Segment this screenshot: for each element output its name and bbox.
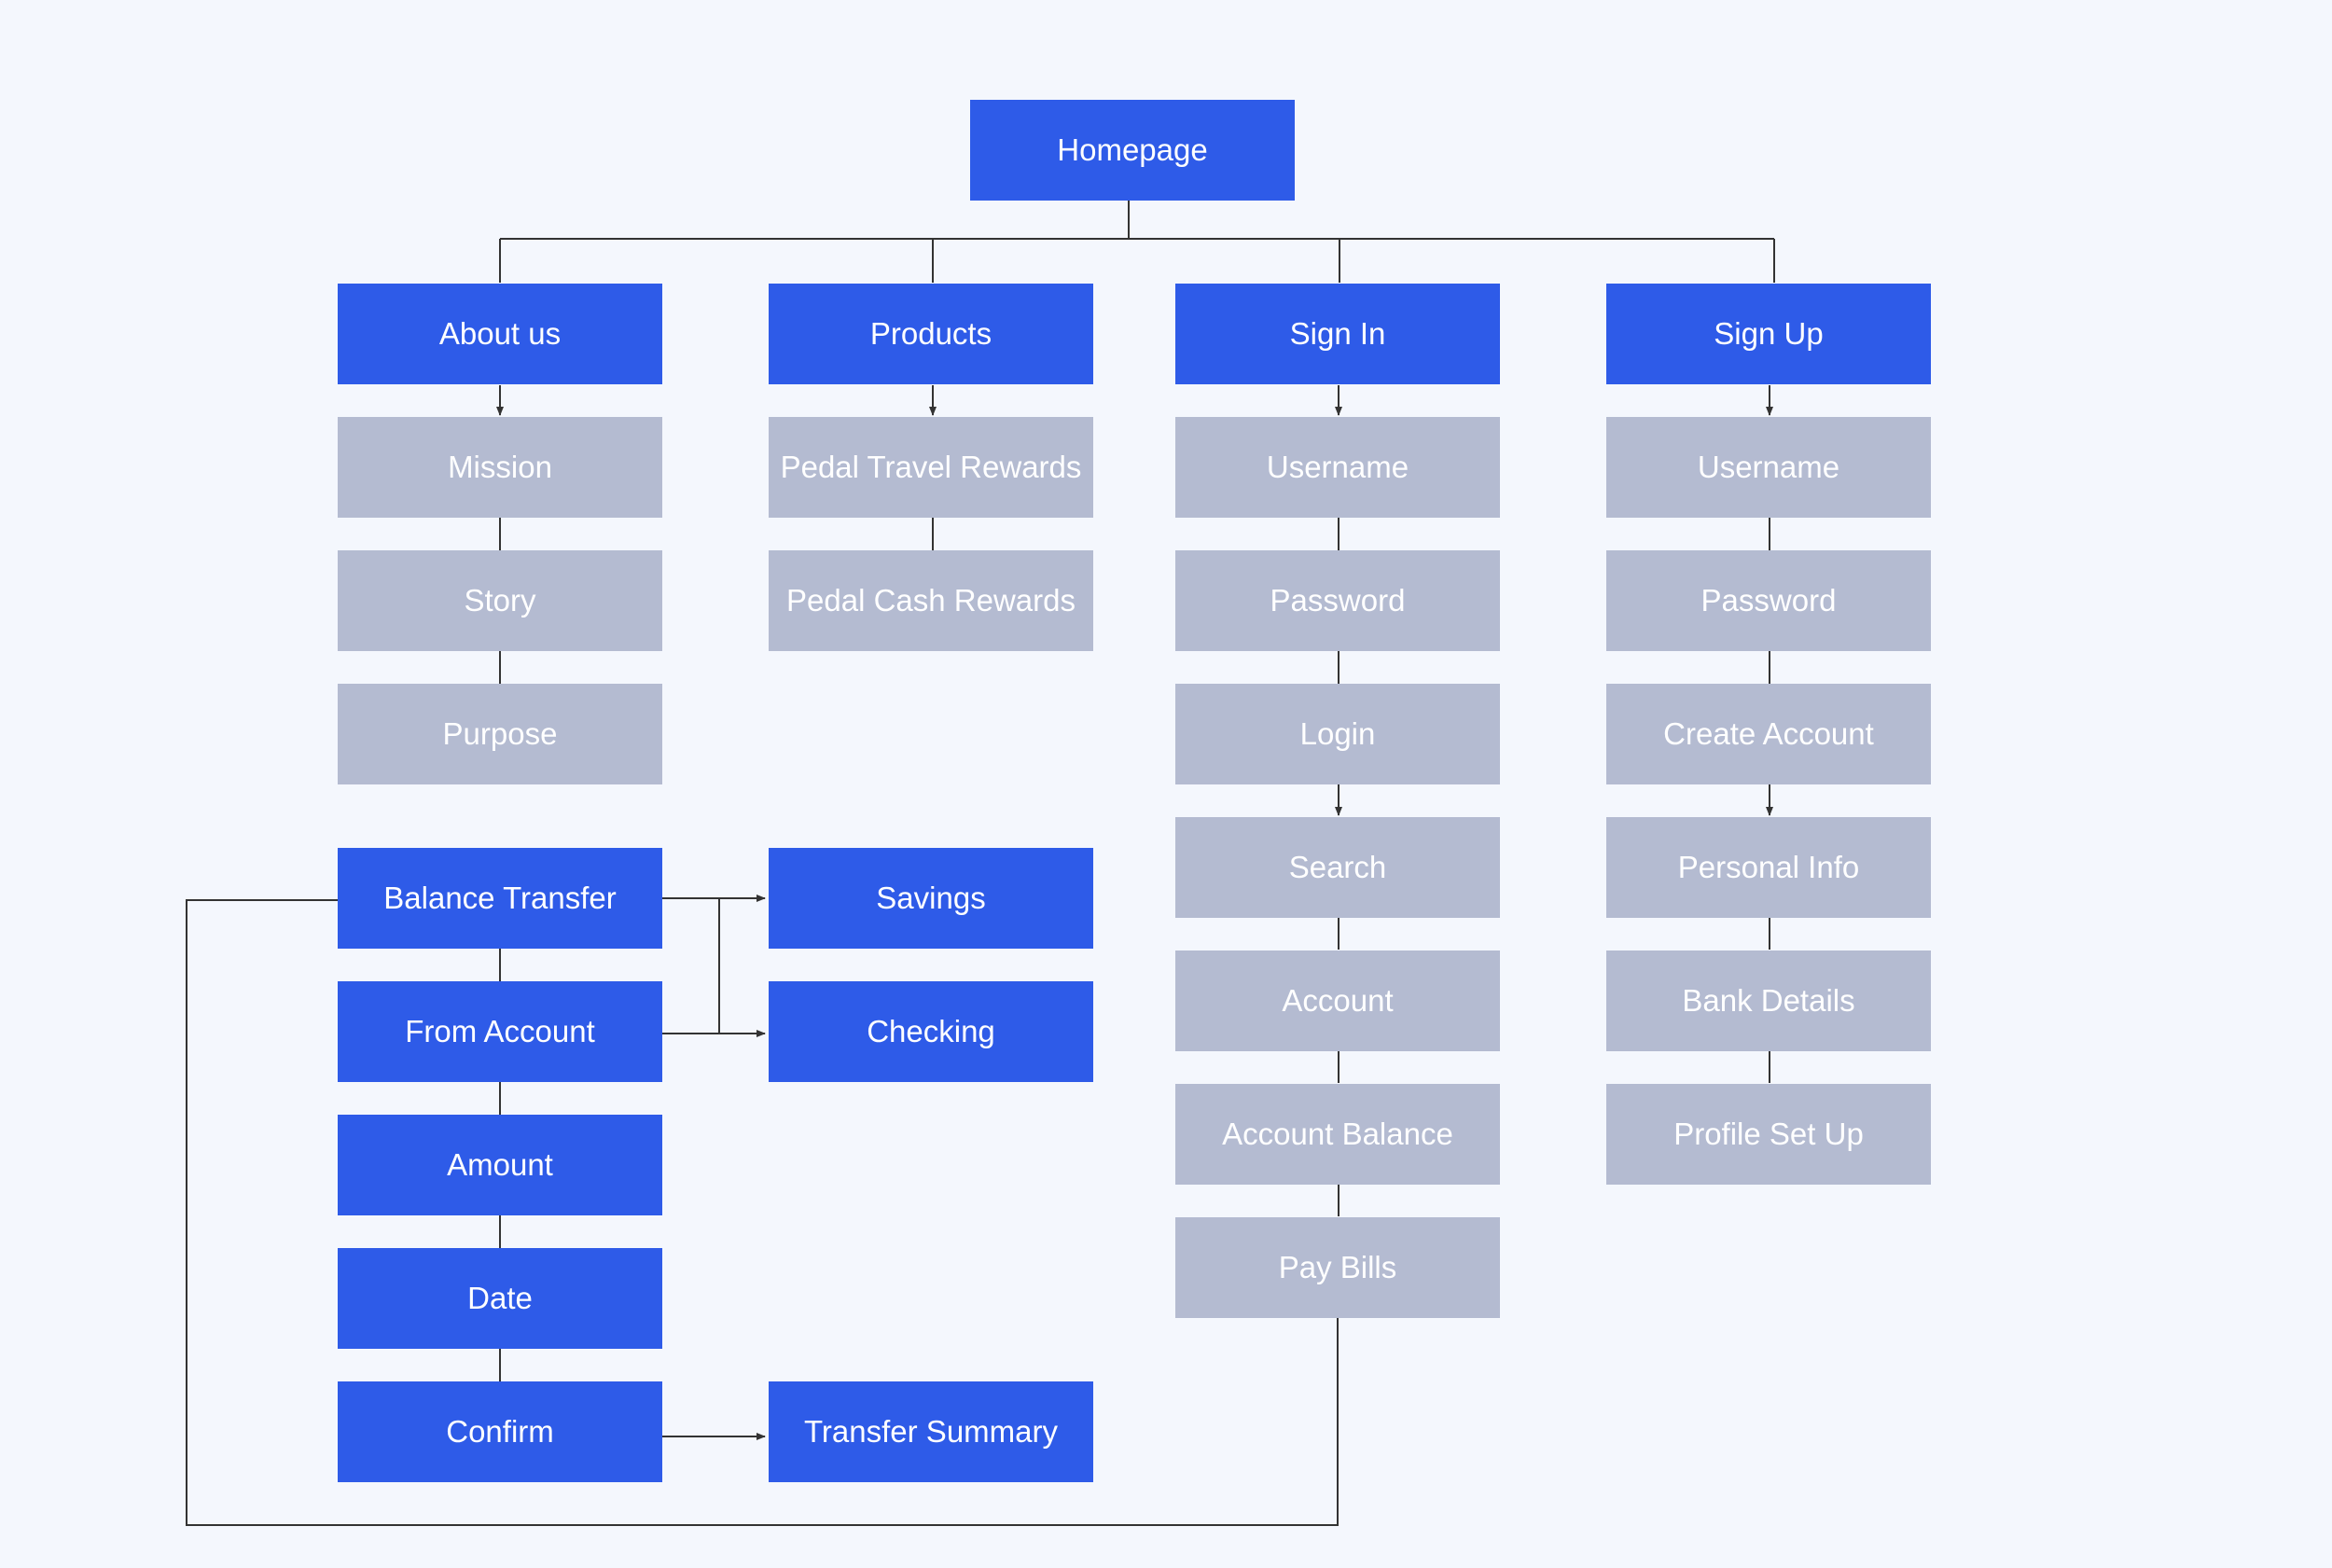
date-label: Date xyxy=(467,1281,533,1315)
savings-node: Savings xyxy=(769,848,1093,949)
signin-password-node: Password xyxy=(1175,550,1500,651)
pedal-travel-rewards-label: Pedal Travel Rewards xyxy=(780,450,1082,484)
products-node: Products xyxy=(769,284,1093,384)
checking-label: Checking xyxy=(867,1014,995,1048)
about-us-label: About us xyxy=(438,316,562,351)
balance-transfer-label: Balance Transfer xyxy=(383,881,617,915)
pedal-cash-rewards-label: Pedal Cash Rewards xyxy=(786,583,1076,617)
signup-password-node: Password xyxy=(1606,550,1931,651)
amount-node: Amount xyxy=(338,1115,662,1215)
pedal-travel-rewards-node: Pedal Travel Rewards xyxy=(769,417,1093,518)
transfer-summary-node: Transfer Summary xyxy=(769,1381,1093,1482)
pay-bills-label: Pay Bills xyxy=(1278,1250,1397,1284)
bank-details-node: Bank Details xyxy=(1606,951,1931,1051)
amount-label: Amount xyxy=(447,1147,553,1182)
date-node: Date xyxy=(338,1248,662,1349)
create-account-label: Create Account xyxy=(1663,716,1874,751)
from-account-label: From Account xyxy=(405,1014,595,1048)
confirm-label: Confirm xyxy=(446,1414,554,1449)
pay-bills-node: Pay Bills xyxy=(1175,1217,1500,1318)
sign-in-label: Sign In xyxy=(1289,316,1386,351)
homepage-label: Homepage xyxy=(1057,132,1208,167)
story-label: Story xyxy=(464,583,536,617)
bank-details-label: Bank Details xyxy=(1682,983,1855,1018)
personal-info-label: Personal Info xyxy=(1677,850,1860,884)
checking-node: Checking xyxy=(769,981,1093,1082)
login-node: Login xyxy=(1175,684,1500,784)
login-label: Login xyxy=(1299,716,1376,751)
profile-set-up-node: Profile Set Up xyxy=(1606,1084,1931,1185)
paybills-to-transfer-loop-line xyxy=(186,899,1339,1526)
sign-in-node: Sign In xyxy=(1175,284,1500,384)
profile-set-up-label: Profile Set Up xyxy=(1673,1117,1864,1151)
homepage-node: Homepage xyxy=(970,100,1295,201)
sign-up-label: Sign Up xyxy=(1714,316,1824,351)
account-node: Account xyxy=(1175,951,1500,1051)
purpose-node: Purpose xyxy=(338,684,662,784)
search-label: Search xyxy=(1288,850,1387,884)
transfer-summary-label: Transfer Summary xyxy=(804,1414,1058,1449)
signup-password-label: Password xyxy=(1700,583,1837,617)
signin-username-node: Username xyxy=(1175,417,1500,518)
search-node: Search xyxy=(1175,817,1500,918)
story-node: Story xyxy=(338,550,662,651)
signin-password-label: Password xyxy=(1270,583,1406,617)
personal-info-node: Personal Info xyxy=(1606,817,1931,918)
confirm-node: Confirm xyxy=(338,1381,662,1482)
mission-label: Mission xyxy=(448,450,552,484)
create-account-node: Create Account xyxy=(1606,684,1931,784)
balance-transfer-node: Balance Transfer xyxy=(338,848,662,949)
savings-label: Savings xyxy=(876,881,986,915)
sign-up-node: Sign Up xyxy=(1606,284,1931,384)
about-us-node: About us xyxy=(338,284,662,384)
products-label: Products xyxy=(869,316,992,351)
mission-node: Mission xyxy=(338,417,662,518)
signup-username-node: Username xyxy=(1606,417,1931,518)
from-account-node: From Account xyxy=(338,981,662,1082)
account-balance-label: Account Balance xyxy=(1222,1117,1453,1151)
account-balance-node: Account Balance xyxy=(1175,1084,1500,1185)
purpose-label: Purpose xyxy=(442,716,558,751)
pedal-cash-rewards-node: Pedal Cash Rewards xyxy=(769,550,1093,651)
account-label: Account xyxy=(1282,983,1394,1018)
signup-username-label: Username xyxy=(1697,450,1840,484)
signin-username-label: Username xyxy=(1266,450,1409,484)
